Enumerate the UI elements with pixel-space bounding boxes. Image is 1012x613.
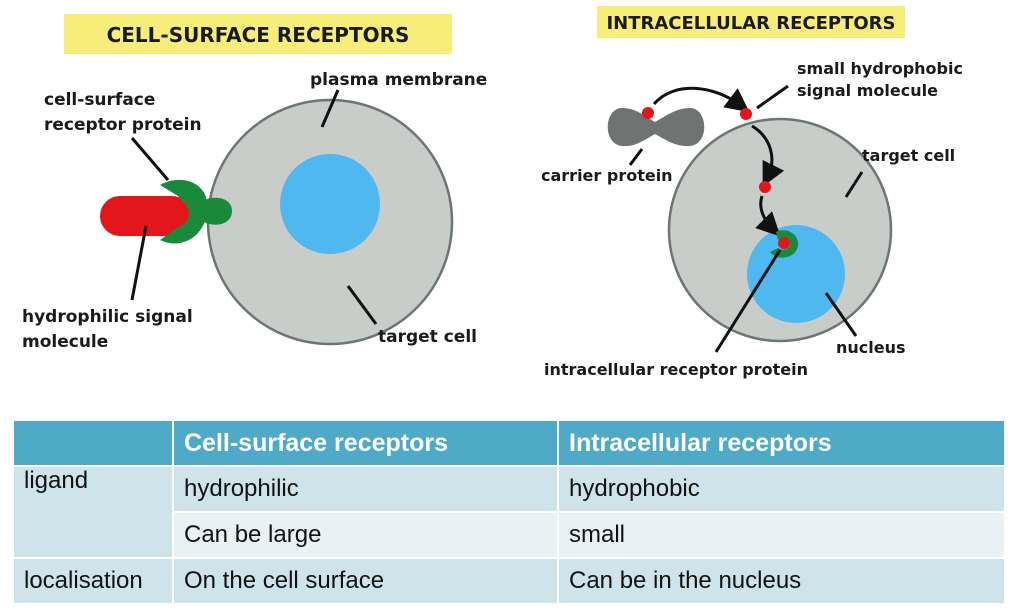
arrow-entry [751, 124, 785, 187]
receptor-anchor [204, 197, 232, 225]
intracellular-receptor-protein [770, 230, 799, 258]
intracellular-nucleus [747, 225, 845, 323]
label-receptor-line2: receptor protein [44, 115, 202, 135]
label-carrier-protein: carrier protein [541, 166, 673, 185]
intracellular-title-box [597, 6, 905, 38]
table-row: ligand hydrophilic hydrophobic [12, 465, 1006, 559]
table-cell: Can be in the nucleus [557, 557, 1006, 605]
cell-surface-title: CELL-SURFACE RECEPTORS [107, 23, 410, 47]
table-cell: hydrophilic [172, 465, 559, 513]
cytoplasmic-signal-molecule [759, 181, 771, 193]
leader-surface-target [346, 285, 378, 325]
row-label-localisation: localisation [12, 557, 174, 605]
header-cell-surface: Cell-surface receptors [172, 419, 559, 467]
leader-signal [130, 225, 148, 301]
leader-nucleus [824, 292, 858, 337]
label-plasma-membrane: plasma membrane [310, 70, 487, 90]
table-row: localisation On the cell surface Can be … [12, 557, 1006, 605]
hydrophilic-signal-molecule [100, 196, 192, 236]
table-cell: On the cell surface [172, 557, 559, 605]
carrier-bound-signal [642, 107, 654, 119]
label-intracellular-receptor: intracellular receptor protein [544, 360, 808, 379]
cell-surface-panel: CELL-SURFACE RECEPTORS plasma membrane c… [22, 14, 487, 352]
comparison-table: Cell-surface receptors Intracellular rec… [12, 419, 1006, 605]
leader-hydrophobic-signal [756, 84, 789, 110]
intracellular-title: INTRACELLULAR RECEPTORS [606, 13, 895, 34]
table-row: Can be large small [13, 511, 1006, 559]
cell-surface-title-box [64, 14, 452, 54]
label-hydrophobic-line2: signal molecule [797, 81, 938, 100]
label-surface-target-cell: target cell [378, 327, 477, 347]
header-intracellular: Intracellular receptors [557, 419, 1006, 467]
label-signal-line1: hydrophilic signal [22, 307, 193, 327]
table-cell: small [557, 511, 1006, 559]
arrow-release [652, 86, 750, 113]
label-intracellular-target-cell: target cell [862, 146, 955, 165]
leader-membrane [320, 89, 340, 128]
receptor-diagram: CELL-SURFACE RECEPTORS plasma membrane c… [22, 6, 963, 379]
header-empty-cell [12, 419, 174, 467]
label-signal-line2: molecule [22, 332, 108, 352]
leader-carrier [628, 148, 644, 166]
table-header-row: Cell-surface receptors Intracellular rec… [12, 419, 1006, 467]
arrow-to-nucleus [755, 195, 781, 237]
surface-cell-nucleus [280, 154, 380, 254]
row-label-ligand: ligand [12, 465, 174, 559]
label-receptor-line1: cell-surface [44, 90, 155, 110]
label-hydrophobic-line1: small hydrophobic [797, 59, 963, 78]
intracellular-panel: INTRACELLULAR RECEPTORS small hydrophobi… [541, 6, 963, 379]
leader-intracellular-receptor [714, 249, 782, 353]
receptor-bound-signal [778, 237, 790, 249]
label-nucleus: nucleus [836, 338, 906, 357]
leader-receptor [130, 137, 170, 181]
cell-surface-receptor-protein [160, 179, 206, 244]
table-cell: Can be large [172, 511, 559, 559]
table-cell: hydrophobic [557, 465, 1006, 513]
leader-intracellular-target [844, 171, 864, 198]
free-signal-molecule [740, 108, 752, 120]
carrier-protein [607, 108, 705, 147]
